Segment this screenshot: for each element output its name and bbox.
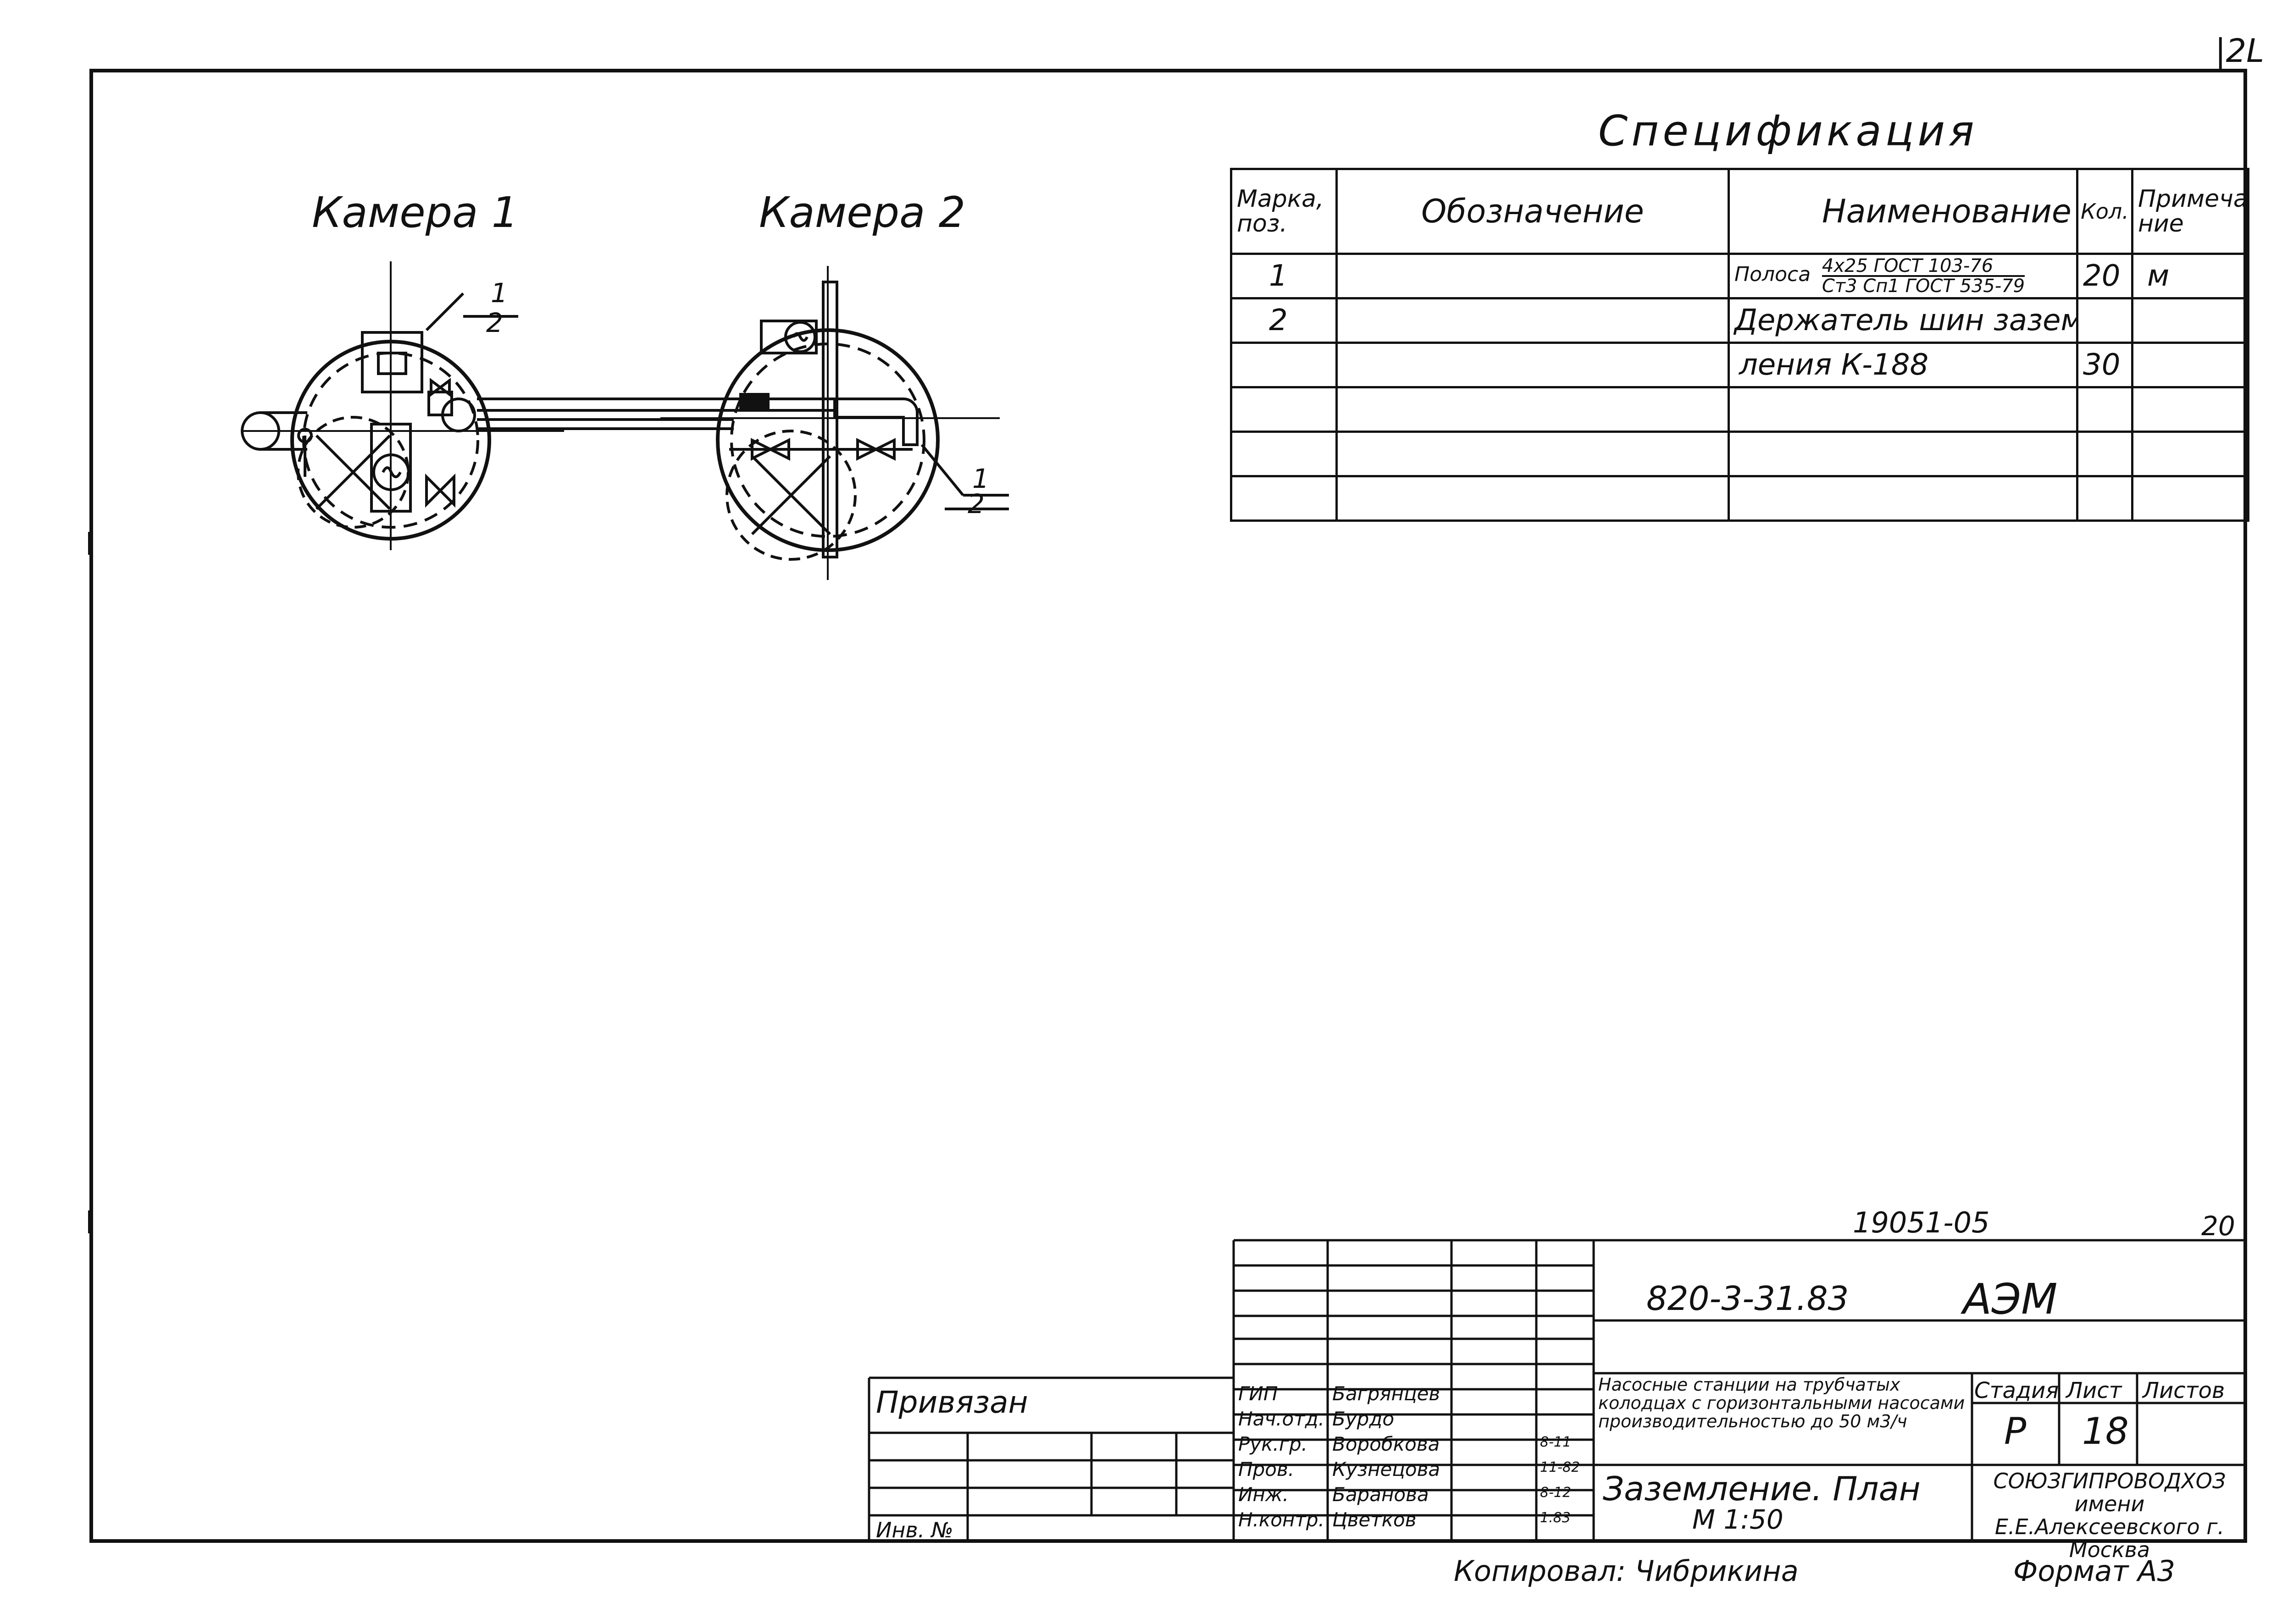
spec-cell-designation bbox=[1335, 297, 1730, 344]
spec-header-qty: Кол. bbox=[2076, 168, 2133, 255]
spec-cell-name: Полоса 4x25 ГОСТ 103-76 Ст3 Сп1 ГОСТ 535… bbox=[1728, 253, 2078, 299]
spec-header-name: Наименование bbox=[1728, 168, 2078, 255]
stamp-date: 8-12 bbox=[1540, 1485, 1572, 1501]
sheet-scale: М 1:50 bbox=[1692, 1504, 1783, 1535]
paper-format: Формат А3 bbox=[2013, 1554, 2176, 1588]
spec-header-mark: Марка, поз. bbox=[1230, 168, 1338, 255]
stamp-date: 11-82 bbox=[1540, 1459, 1580, 1475]
spec-name-top: 4x25 ГОСТ 103-76 bbox=[1822, 257, 2025, 277]
spec-row bbox=[1230, 431, 2249, 477]
sheet-frame bbox=[89, 69, 2247, 1543]
sheet-title: Заземление. План bbox=[1603, 1469, 1921, 1508]
spec-cell-name bbox=[1728, 431, 2078, 477]
project-title: Насосные станции на трубчатых колодцах с… bbox=[1598, 1375, 1965, 1431]
spec-cell-note bbox=[2131, 475, 2249, 522]
chamber-2-label: Камера 2 bbox=[759, 188, 966, 237]
spec-cell-qty bbox=[2076, 475, 2133, 522]
spec-cell-designation bbox=[1335, 342, 1730, 388]
stamp-role: Нач.отд. bbox=[1238, 1408, 1325, 1430]
spec-cell-name: ления К-188 bbox=[1728, 342, 2078, 388]
spec-cell-designation bbox=[1335, 475, 1730, 522]
stamp-name: Бурдо bbox=[1332, 1408, 1395, 1430]
stage-header: Стадия bbox=[1974, 1378, 2059, 1403]
inventory-label: Инв. № bbox=[876, 1518, 953, 1542]
spec-cell-mark: 1 bbox=[1230, 253, 1338, 299]
spec-cell-qty: 30 bbox=[2076, 342, 2133, 388]
spec-cell-designation bbox=[1335, 386, 1730, 433]
spec-cell-mark bbox=[1230, 431, 1338, 477]
doc-code: 820-3-31.83 bbox=[1646, 1279, 1849, 1318]
callout-right-numerator: 1 bbox=[972, 463, 989, 494]
spec-header-note: Примеча-ние bbox=[2131, 168, 2249, 255]
sheet-small-number: 20 bbox=[2201, 1210, 2235, 1242]
stamp-name: Воробкова bbox=[1332, 1433, 1440, 1455]
chamber-1-label: Камера 1 bbox=[312, 188, 519, 237]
callout-top-denominator: 2 bbox=[486, 307, 503, 338]
spec-cell-qty bbox=[2076, 386, 2133, 433]
spec-row bbox=[1230, 475, 2249, 522]
spec-row: ления К-188 30 bbox=[1230, 342, 2249, 388]
stamp-date: 1.83 bbox=[1540, 1510, 1571, 1526]
spec-name-main: Полоса bbox=[1734, 263, 1811, 286]
spec-cell-note: м bbox=[2131, 253, 2249, 299]
mark-code: АЭМ bbox=[1963, 1275, 2058, 1324]
spec-cell-name: Держатель шин зазем- bbox=[1728, 297, 2078, 344]
copied-by: Копировал: Чибрикина bbox=[1454, 1554, 1799, 1588]
spec-cell-note bbox=[2131, 431, 2249, 477]
spec-cell-qty bbox=[2076, 431, 2133, 477]
stamp-role: Пров. bbox=[1238, 1458, 1295, 1480]
spec-header-row: Марка, поз. Обозначение Наименование Кол… bbox=[1230, 168, 2249, 255]
organization: СОЮЗГИПРОВОДХОЗ имени Е.Е.Алексеевского … bbox=[1993, 1469, 2226, 1562]
stamp-name: Цветков bbox=[1332, 1508, 1417, 1531]
stage-value: Р bbox=[2004, 1410, 2027, 1453]
stamp-date: 8-11 bbox=[1540, 1434, 1572, 1450]
spec-cell-mark bbox=[1230, 475, 1338, 522]
spec-table: Марка, поз. Обозначение Наименование Кол… bbox=[1230, 168, 2249, 522]
spec-cell-mark: 2 bbox=[1230, 297, 1338, 344]
stamp-role: Н.контр. bbox=[1238, 1508, 1324, 1531]
sheets-header: Листов bbox=[2143, 1378, 2225, 1403]
spec-row: 2 Держатель шин зазем- bbox=[1230, 297, 2249, 344]
spec-cell-designation bbox=[1335, 253, 1730, 299]
spec-cell-qty bbox=[2076, 297, 2133, 344]
stamp-role: Рук.гр. bbox=[1238, 1433, 1307, 1455]
callout-right-denominator: 2 bbox=[968, 488, 985, 519]
stamp-role: Инж. bbox=[1238, 1483, 1289, 1506]
spec-row: 1 Полоса 4x25 ГОСТ 103-76 Ст3 Сп1 ГОСТ 5… bbox=[1230, 253, 2249, 299]
spec-cell-name bbox=[1728, 475, 2078, 522]
spec-title: Спецификация bbox=[1598, 106, 1978, 155]
spec-cell-qty: 20 bbox=[2076, 253, 2133, 299]
archive-number: 19051-05 bbox=[1853, 1206, 1990, 1239]
attached-label: Привязан bbox=[876, 1385, 1028, 1420]
sheet-header: Лист bbox=[2066, 1378, 2122, 1403]
stamp-name: Кузнецова bbox=[1332, 1458, 1440, 1480]
spec-cell-note bbox=[2131, 297, 2249, 344]
callout-top-numerator: 1 bbox=[491, 277, 508, 309]
spec-cell-mark bbox=[1230, 386, 1338, 433]
sheet-value: 18 bbox=[2082, 1410, 2129, 1453]
spec-header-designation: Обозначение bbox=[1335, 168, 1730, 255]
spec-cell-note bbox=[2131, 386, 2249, 433]
corner-mark: |2L bbox=[2215, 32, 2265, 70]
spec-name-bottom: Ст3 Сп1 ГОСТ 535-79 bbox=[1822, 276, 2025, 297]
spec-cell-name bbox=[1728, 386, 2078, 433]
spec-cell-note bbox=[2131, 342, 2249, 388]
spec-row bbox=[1230, 386, 2249, 433]
stamp-role: ГИП bbox=[1238, 1382, 1278, 1405]
stamp-name: Багрянцев bbox=[1332, 1382, 1440, 1405]
spec-cell-mark bbox=[1230, 342, 1338, 388]
spec-cell-designation bbox=[1335, 431, 1730, 477]
stamp-name: Баранова bbox=[1332, 1483, 1429, 1506]
